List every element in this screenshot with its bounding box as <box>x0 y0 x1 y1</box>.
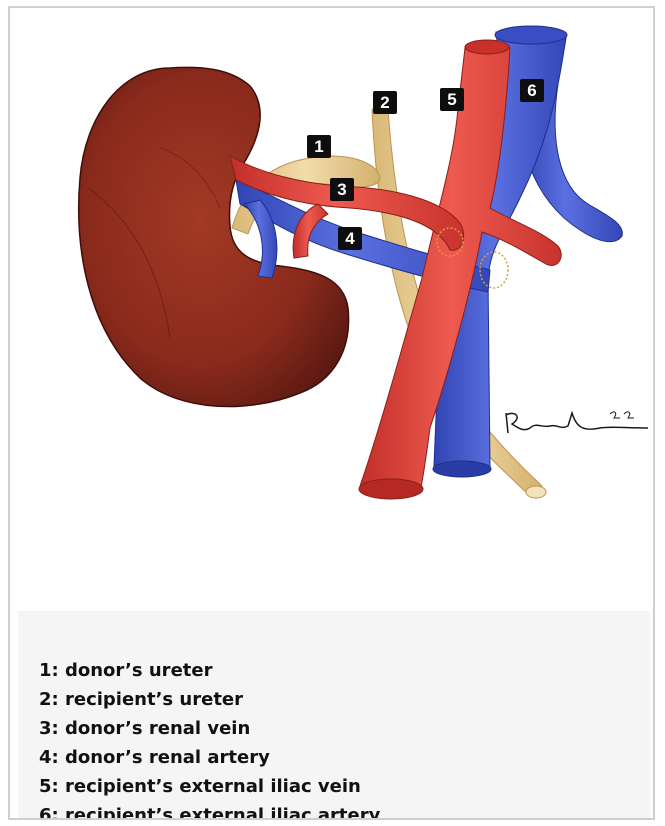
figure-frame: 1 2 3 4 5 6 1: donor’s ureter 2: recipie… <box>8 6 655 820</box>
legend-item-2: 2: recipient’s ureter <box>39 685 650 714</box>
legend-panel: 1: donor’s ureter 2: recipient’s ureter … <box>18 611 650 818</box>
legend-item-1: 1: donor’s ureter <box>39 656 650 685</box>
legend-item-3: 3: donor’s renal vein <box>39 714 650 743</box>
marker-1: 1 <box>307 135 331 158</box>
marker-4: 4 <box>338 227 362 250</box>
marker-5: 5 <box>440 88 464 111</box>
legend-item-6: 6: recipient’s external iliac artery <box>39 801 650 820</box>
legend-item-5: 5: recipient’s external iliac vein <box>39 772 650 801</box>
legend-item-4: 4: donor’s renal artery <box>39 743 650 772</box>
marker-6: 6 <box>520 79 544 102</box>
legend-list: 1: donor’s ureter 2: recipient’s ureter … <box>18 611 650 820</box>
artist-signature <box>506 412 648 433</box>
marker-3: 3 <box>330 178 354 201</box>
kidney-transplant-illustration <box>10 8 655 608</box>
marker-2: 2 <box>373 91 397 114</box>
